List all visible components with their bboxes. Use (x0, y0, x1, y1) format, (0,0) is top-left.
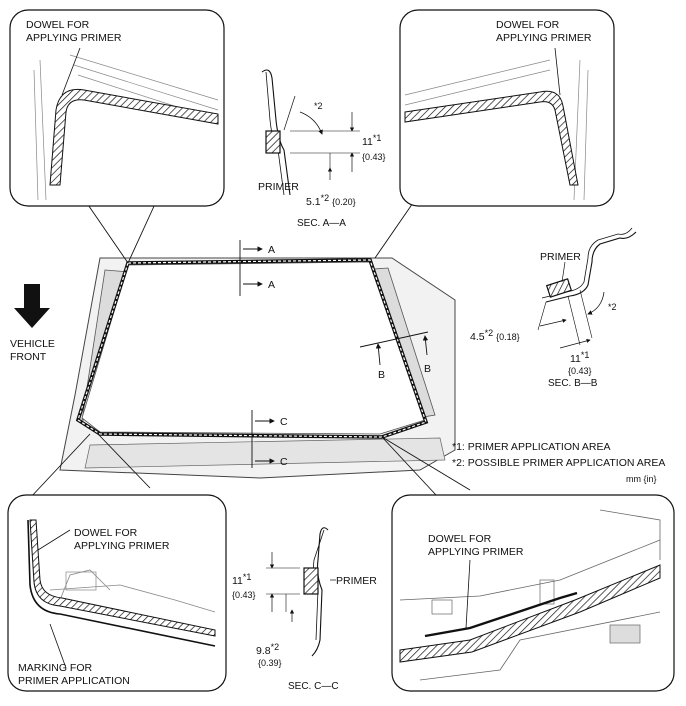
bb-title: SEC. B—B (548, 378, 598, 389)
tr-callout-line1: DOWEL FOR (496, 19, 560, 31)
primer-block-bb (545, 278, 573, 298)
notes-block: *1: PRIMER APPLICATION AREA *2: POSSIBLE… (452, 441, 665, 484)
aa-dim1-inch: {0.43} (362, 152, 386, 162)
section-c-c: 11*1 {0.43} 9.8*2 {0.39} PRIMER SEC. C—C (232, 527, 377, 692)
vehicle-front-line2: FRONT (10, 351, 47, 363)
cut-a-bottom-label: A (268, 279, 275, 291)
note-2: *2: POSSIBLE PRIMER APPLICATION AREA (452, 457, 665, 469)
bl-dowel-line1: DOWEL FOR (74, 527, 138, 539)
front-arrow-icon (14, 284, 50, 328)
unit-note: mm {in} (626, 474, 657, 484)
aa-title: SEC. A—A (297, 218, 346, 229)
detail-bottom-right: DOWEL FOR APPLYING PRIMER (391, 494, 675, 692)
tl-callout-line1: DOWEL FOR (26, 19, 90, 31)
cc-title: SEC. C—C (288, 681, 339, 692)
cut-c-top-label: C (280, 416, 288, 428)
bb-dim2-value: 11*1 (570, 350, 589, 365)
section-b-b: *2 4.5*2{0.18} 11*1 {0.43} PRIMER SEC. B… (470, 227, 637, 389)
bb-dim2-inch: {0.43} (568, 366, 592, 376)
cut-b-left-label: B (378, 369, 385, 381)
bl-dowel-line2: APPLYING PRIMER (74, 540, 170, 552)
aa-angle-mark: *2 (314, 101, 323, 111)
cc-dim2-inch: {0.39} (258, 658, 282, 668)
bl-marking-line1: MARKING FOR (18, 662, 93, 674)
note-1: *1: PRIMER APPLICATION AREA (452, 441, 611, 453)
section-a-a: *2 11*1 {0.43} 5.1*2{0.20} PRIMER SEC. A… (258, 69, 386, 229)
bb-primer-label: PRIMER (540, 251, 581, 263)
vehicle-body-opening (59, 257, 456, 479)
cc-dim1-inch: {0.43} (232, 590, 256, 600)
aa-dim2-value: 5.1*2{0.20} (306, 193, 356, 208)
bb-dim1-value: 4.5*2{0.18} (470, 328, 520, 343)
vehicle-front-line1: VEHICLE (10, 338, 55, 350)
cc-dim1-value: 11*1 (232, 572, 251, 587)
cc-primer-label: PRIMER (336, 575, 377, 587)
cc-dim2-value: 9.8*2 (256, 642, 279, 657)
br-callout-line1: DOWEL FOR (428, 533, 492, 545)
vehicle-front-indicator: VEHICLE FRONT (10, 284, 55, 363)
detail-top-left: DOWEL FOR APPLYING PRIMER (9, 9, 225, 207)
cut-c-bottom-label: C (280, 456, 288, 468)
tr-callout-line2: APPLYING PRIMER (496, 32, 592, 44)
detail-bottom-left: DOWEL FOR APPLYING PRIMER MARKING FOR PR… (7, 494, 227, 692)
bb-angle-mark: *2 (608, 302, 617, 312)
aa-primer-label: PRIMER (258, 181, 299, 193)
cut-a-top-label: A (268, 244, 275, 256)
section-cut-lines: A A B B C C (239, 240, 431, 468)
br-callout-line2: APPLYING PRIMER (428, 546, 524, 558)
tl-callout-line2: APPLYING PRIMER (26, 32, 122, 44)
aa-dim1-value: 11*1 (362, 133, 381, 148)
primer-block-cc (303, 567, 319, 595)
bl-marking-line2: PRIMER APPLICATION (18, 675, 130, 687)
primer-block-aa (265, 130, 281, 154)
detail-top-right: DOWEL FOR APPLYING PRIMER (399, 9, 615, 207)
cut-b-right-label: B (424, 363, 431, 375)
detail-leader-lines (29, 195, 471, 499)
